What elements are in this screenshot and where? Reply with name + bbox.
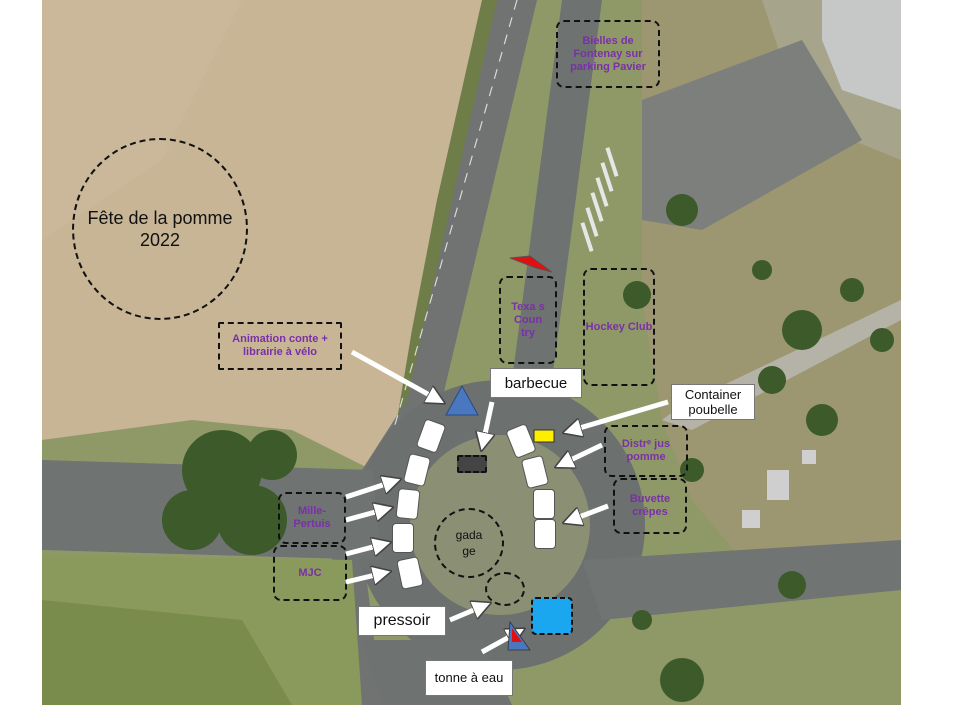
stand-box bbox=[534, 519, 556, 549]
aerial-map: Fête de la pomme 2022 Bielles de Fontena… bbox=[42, 0, 901, 705]
tonne-marker-icon bbox=[507, 620, 531, 651]
red-marker-icon bbox=[509, 255, 553, 273]
pressoir-circle bbox=[485, 572, 525, 606]
bielles-fontenay-label: Bielles de Fontenay sur parking Pavier bbox=[556, 20, 660, 88]
buvette-crepes-stand: Buvette crêpes bbox=[613, 478, 687, 534]
gadage-area: gada ge bbox=[434, 508, 504, 578]
hockey-club-stand: Hockey Club bbox=[583, 268, 655, 386]
mjc-stand: MJC bbox=[273, 545, 347, 601]
animation-conte-label: Animation conte + librairie à vélo bbox=[218, 322, 342, 370]
water-tank-icon bbox=[531, 597, 573, 635]
title-circle: Fête de la pomme 2022 bbox=[72, 138, 248, 320]
pressoir-label: pressoir bbox=[358, 606, 446, 636]
mille-pertuis-stand: Mille-Pertuis bbox=[278, 492, 346, 544]
texas-country-stand: Texa s Coun try bbox=[499, 276, 557, 364]
arrows bbox=[345, 349, 669, 655]
triangle-marker-icon bbox=[445, 384, 479, 416]
tonne-a-eau-label: tonne à eau bbox=[425, 660, 513, 696]
stand-box bbox=[533, 489, 555, 519]
barbecue-spot bbox=[457, 455, 487, 473]
barbecue-label: barbecue bbox=[490, 368, 582, 398]
markers-overlay bbox=[345, 255, 669, 655]
container-poubelle-label: Container poubelle bbox=[671, 384, 755, 420]
distr-jus-pomme-stand: Distrᵉ jus pomme bbox=[604, 425, 688, 477]
tonne-marker-red-icon bbox=[512, 628, 522, 642]
container-icon bbox=[533, 429, 555, 443]
map-title: Fête de la pomme 2022 bbox=[87, 208, 233, 250]
